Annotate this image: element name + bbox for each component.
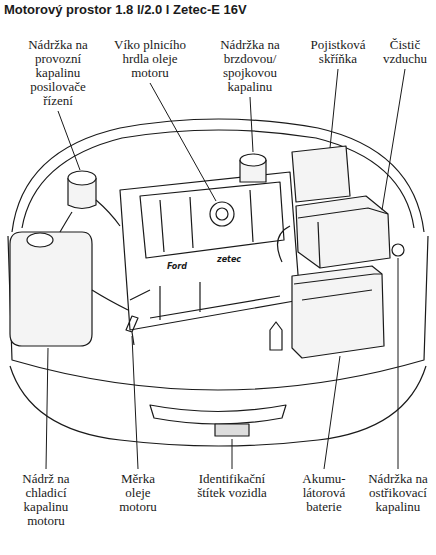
coolant-tank [10,232,92,346]
battery [292,266,384,358]
coolant-cap [27,233,53,247]
part-label: Pojistková skříňka [301,38,376,66]
bottle [270,322,282,350]
leader-line [398,258,399,469]
battery-top [294,274,382,300]
part-label: Nádrž na chladicí kapalinu motoru [15,472,77,528]
part-label: Nádržka na brzdovou/ spojkovou kapalinu [213,38,288,94]
id-plate [215,424,249,436]
fuse-box [292,146,350,202]
leader-line [46,348,48,469]
engine-block [120,172,300,330]
grille [150,405,286,424]
part-label: Akumu- látorová baterie [294,472,354,514]
oil-filler-cap [210,202,234,226]
leader-line [324,356,340,469]
engine-logo: zetec [216,255,242,264]
page-title: Motorový prostor 1.8 l/2.0 l Zetec-E 16V [4,2,247,17]
steering-cap [68,171,96,185]
washer-cap [392,244,404,256]
engine-logo: Ford [166,262,188,271]
air-duct [278,226,291,262]
air-cleaner-edge [298,208,388,268]
part-label: Identifikační štítek vozidla [192,472,272,500]
leader-line [382,69,405,210]
leader-line [58,111,80,170]
oil-filler-cap-inner [216,208,228,220]
leader-line [132,336,138,469]
part-label: Čistič vzduchu [378,38,433,66]
cam-cover-ribs [160,190,253,252]
part-label: Nádržka na provozní kapalinu posilovače … [21,38,96,108]
part-label: Měrka oleje motoru [113,472,163,514]
leader-line [330,69,338,148]
leader-line [250,97,253,152]
leader-line [150,83,216,201]
leader-line [232,439,233,469]
bumper [10,366,426,446]
part-label: Víko plnicího hrdla oleje motoru [114,38,186,80]
air-cleaner [296,196,390,268]
intake [130,282,280,320]
hoses [60,200,128,310]
brake-cap [240,154,266,166]
part-label: Nádržka na ostřikovací kapalinu [363,472,433,514]
